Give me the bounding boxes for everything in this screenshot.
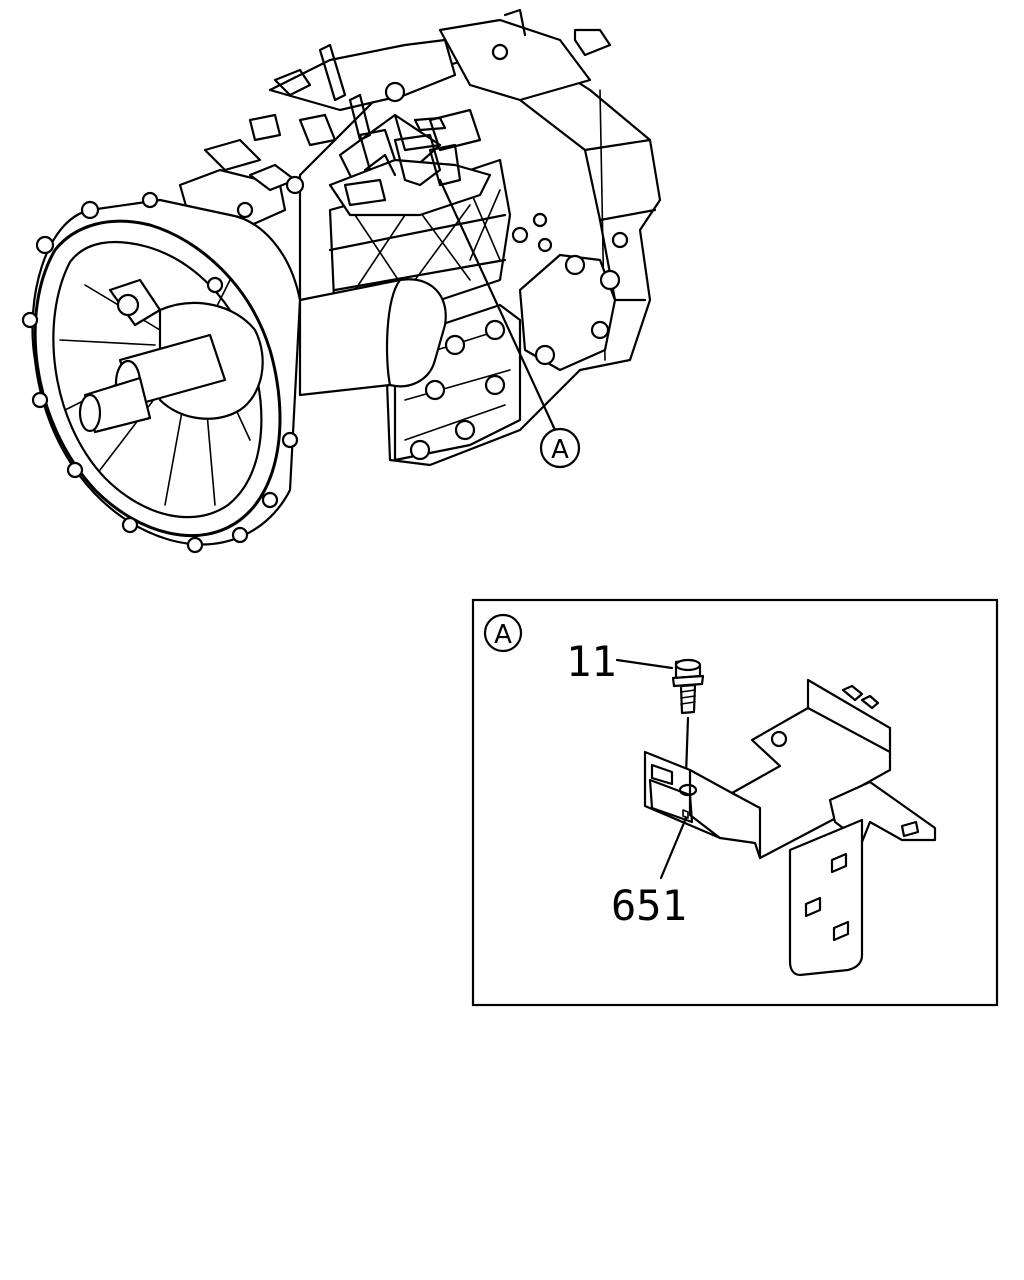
- bolt-install-line: [684, 716, 690, 777]
- part-651-leader-line: [659, 816, 688, 880]
- bolt-icon: [671, 658, 705, 715]
- callout-a-marker: A: [539, 427, 581, 469]
- detail-callout-marker: A: [483, 613, 523, 653]
- callout-a-leader-line: [438, 178, 557, 432]
- detail-view-a: A 11: [471, 598, 999, 1007]
- part-number-11: 11: [566, 637, 617, 686]
- detail-callout-label: A: [494, 620, 512, 650]
- part-number-651: 651: [611, 881, 687, 930]
- part-11-leader-line: [615, 658, 674, 670]
- callout-a-label: A: [551, 435, 569, 465]
- bracket-icon: [643, 678, 937, 977]
- transmission-assembly-icon: [21, 8, 662, 554]
